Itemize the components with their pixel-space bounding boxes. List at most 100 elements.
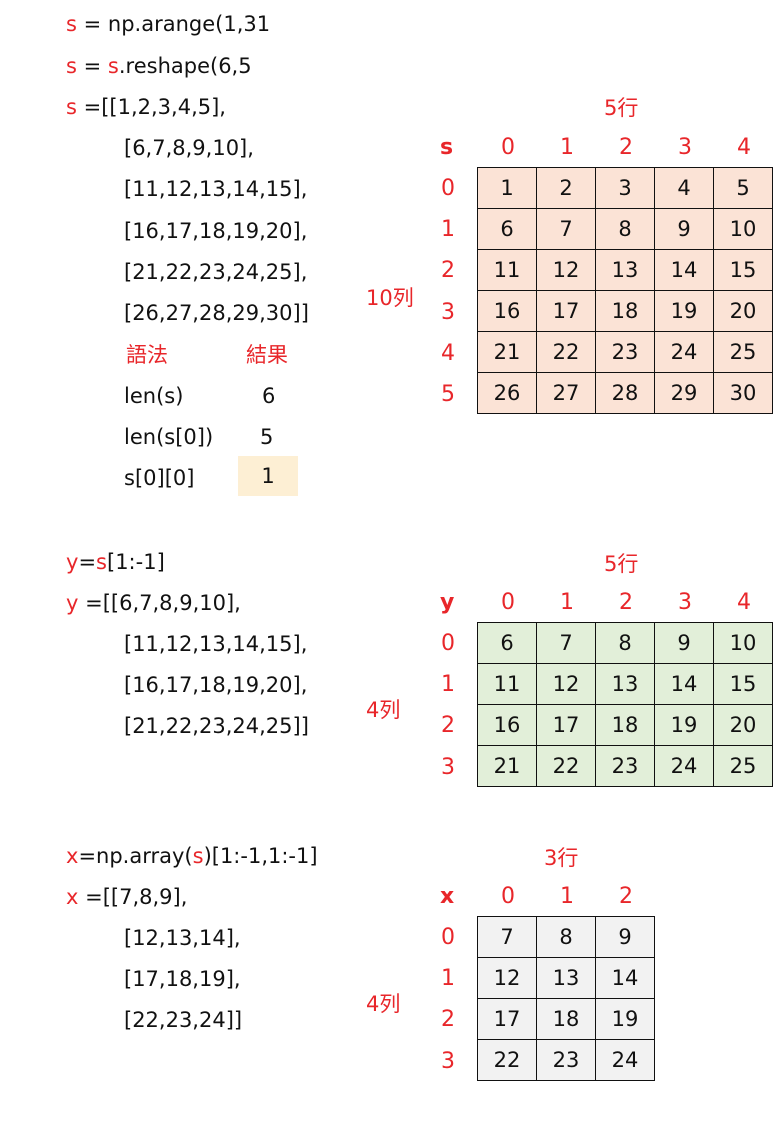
cell: 2 <box>536 167 596 209</box>
cell: 18 <box>595 290 655 332</box>
code-line-arange: s = np.arange(1,31 <box>66 12 271 36</box>
cell: 29 <box>654 372 714 414</box>
cell: 25 <box>713 745 773 787</box>
col-index: 1 <box>560 884 574 909</box>
cell: 25 <box>713 331 773 373</box>
row-index: 3 <box>441 1049 455 1074</box>
x-matrix-table: 7 8 9 12 13 14 17 18 19 22 23 24 <box>477 916 655 1081</box>
code-line-y-row: [21,22,23,24,25]] <box>124 714 309 738</box>
code-line-s-row: [6,7,8,9,10], <box>124 136 254 160</box>
row-index: 0 <box>441 631 455 656</box>
cell: 8 <box>536 916 596 958</box>
syntax-expr: len(s[0]) <box>124 425 214 449</box>
y-matrix-table: 6 7 8 9 10 11 12 13 14 15 16 17 18 19 20… <box>477 622 773 787</box>
code-line-s-row: [26,27,28,29,30]] <box>124 301 309 325</box>
cell: 18 <box>536 998 596 1040</box>
cell: 24 <box>654 745 714 787</box>
syntax-result: 5 <box>260 425 274 449</box>
cell: 8 <box>595 208 655 250</box>
code-line-y-slice: y=s[1:-1] <box>66 550 165 574</box>
col-index: 2 <box>619 135 633 160</box>
cell: 20 <box>713 290 773 332</box>
code-line-s-row: [11,12,13,14,15], <box>124 177 308 201</box>
col-index: 4 <box>737 590 751 615</box>
cell: 7 <box>536 208 596 250</box>
cell: 17 <box>536 704 596 746</box>
cell: 13 <box>595 663 655 705</box>
cols-label: 3行 <box>544 846 579 870</box>
row-index: 1 <box>441 966 455 991</box>
col-index: 0 <box>501 884 515 909</box>
cell: 6 <box>477 622 537 664</box>
cell: 24 <box>595 1039 655 1081</box>
cell: 14 <box>654 663 714 705</box>
cell: 15 <box>713 663 773 705</box>
cell: 1 <box>477 167 537 209</box>
code-line-y-first-row: y =[[6,7,8,9,10], <box>66 591 241 615</box>
cell: 17 <box>477 998 537 1040</box>
col-index: 0 <box>501 135 515 160</box>
cell: 23 <box>595 745 655 787</box>
cell: 22 <box>477 1039 537 1081</box>
code-line-x-row: [12,13,14], <box>124 926 241 950</box>
cell: 6 <box>477 208 537 250</box>
syntax-result: 6 <box>262 384 276 408</box>
code-line-x-row: [22,23,24]] <box>124 1008 243 1032</box>
code-line-s-first-row: s =[[1,2,3,4,5], <box>66 95 226 119</box>
col-index: 4 <box>737 135 751 160</box>
row-index: 1 <box>441 672 455 697</box>
cell: 19 <box>654 290 714 332</box>
col-index: 1 <box>560 135 574 160</box>
cell: 16 <box>477 290 537 332</box>
cell: 15 <box>713 249 773 291</box>
row-index: 2 <box>441 1007 455 1032</box>
cell: 8 <box>595 622 655 664</box>
cell: 28 <box>595 372 655 414</box>
cols-label: 5行 <box>604 96 639 120</box>
cell: 20 <box>713 704 773 746</box>
cell: 13 <box>595 249 655 291</box>
syntax-expr: len(s) <box>124 384 184 408</box>
cell: 19 <box>595 998 655 1040</box>
cell: 5 <box>713 167 773 209</box>
rows-label: 4列 <box>366 992 401 1016</box>
syntax-header: 語法 <box>126 343 168 367</box>
cell: 9 <box>595 916 655 958</box>
cell: 9 <box>654 622 714 664</box>
cell: 21 <box>477 745 537 787</box>
row-index: 2 <box>441 258 455 283</box>
code-line-x-first-row: x =[[7,8,9], <box>66 885 188 909</box>
cell: 16 <box>477 704 537 746</box>
cell: 9 <box>654 208 714 250</box>
row-index: 2 <box>441 713 455 738</box>
row-index: 4 <box>441 341 455 366</box>
code-line-y-row: [16,17,18,19,20], <box>124 673 308 697</box>
cell: 27 <box>536 372 596 414</box>
code-line-s-row: [16,17,18,19,20], <box>124 219 308 243</box>
col-index: 0 <box>501 590 515 615</box>
cell: 11 <box>477 663 537 705</box>
col-index: 1 <box>560 590 574 615</box>
cell: 22 <box>536 331 596 373</box>
cell: 12 <box>536 663 596 705</box>
code-line-reshape: s = s.reshape(6,5 <box>66 54 252 78</box>
code-line-x-slice: x=np.array(s)[1:-1,1:-1] <box>66 844 318 868</box>
result-header: 結果 <box>246 343 288 367</box>
cell: 4 <box>654 167 714 209</box>
table-name: y <box>440 590 455 615</box>
rows-label: 4列 <box>366 698 401 722</box>
cols-label: 5行 <box>604 552 639 576</box>
cell: 30 <box>713 372 773 414</box>
cell: 13 <box>536 957 596 999</box>
col-index: 2 <box>619 884 633 909</box>
cell: 19 <box>654 704 714 746</box>
cell: 23 <box>595 331 655 373</box>
cell: 10 <box>713 622 773 664</box>
table-name: s <box>440 135 454 160</box>
cell: 11 <box>477 249 537 291</box>
syntax-expr: s[0][0] <box>124 466 195 490</box>
cell: 7 <box>536 622 596 664</box>
row-index: 0 <box>441 925 455 950</box>
cell: 22 <box>536 745 596 787</box>
col-index: 3 <box>678 590 692 615</box>
